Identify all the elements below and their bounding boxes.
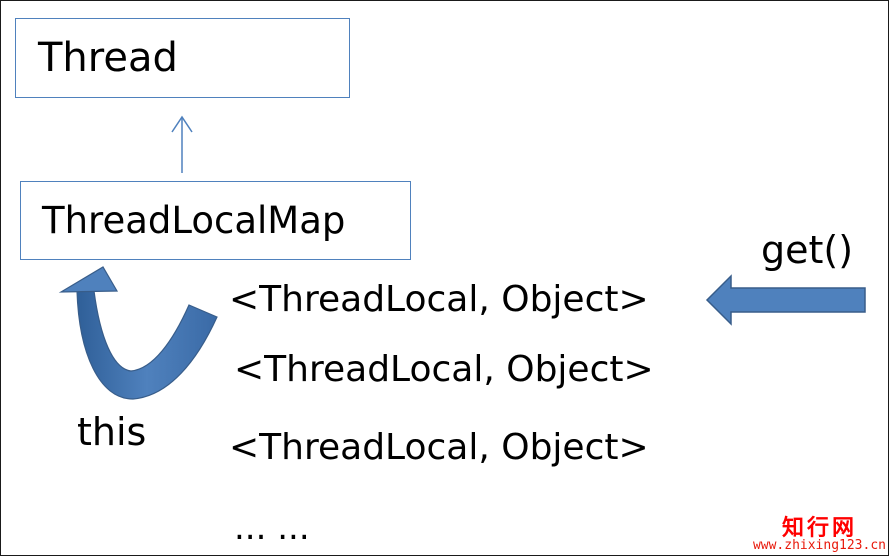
more-entries-ellipsis: ... ... [234, 508, 310, 548]
curved-this-arrow [58, 266, 218, 400]
thread-local-map-box: ThreadLocalMap [20, 181, 411, 260]
watermark-title: 知行网 [781, 515, 857, 541]
map-entry: <ThreadLocal, Object> [229, 427, 649, 468]
this-label: this [77, 410, 147, 454]
watermark-url: www.zhixing123.cn [752, 538, 886, 553]
connector-up-arrow [171, 115, 193, 173]
thread-local-map-label: ThreadLocalMap [42, 199, 346, 242]
map-entry: <ThreadLocal, Object> [229, 279, 649, 320]
get-method-label: get() [761, 228, 854, 272]
thread-label: Thread [38, 35, 178, 81]
thread-box: Thread [15, 18, 350, 98]
get-block-arrow [705, 274, 866, 326]
map-entry: <ThreadLocal, Object> [234, 349, 654, 390]
site-watermark: 知行网 www.zhixing123.cn [753, 517, 886, 552]
